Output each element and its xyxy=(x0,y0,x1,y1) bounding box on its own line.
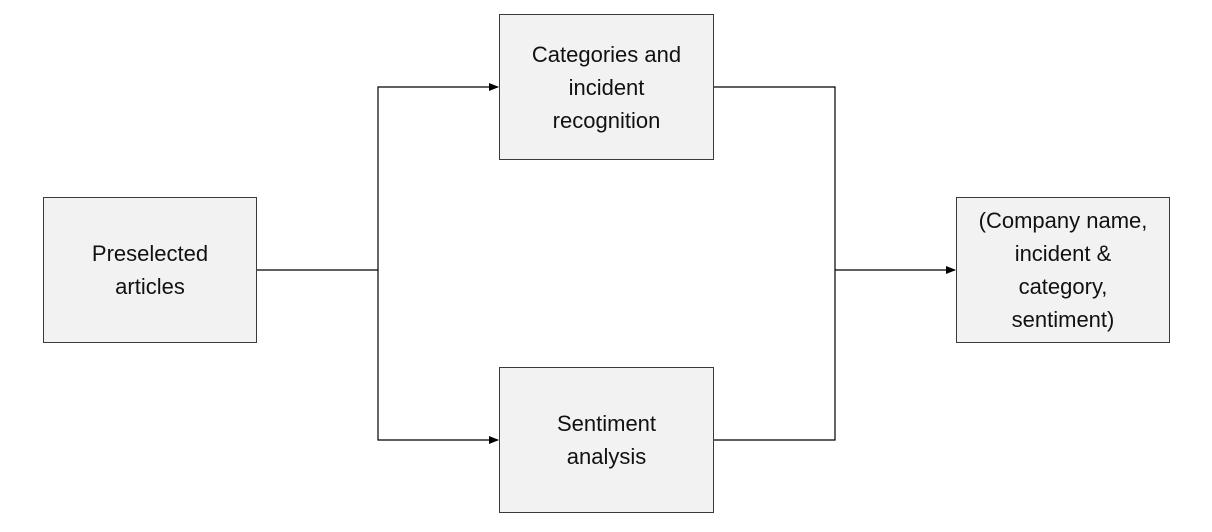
connector-sentiment-to-merge xyxy=(714,270,836,441)
node-categories-incident-recognition: Categories and incident recognition xyxy=(499,14,714,160)
node-output-tuple: (Company name, incident & category, sent… xyxy=(956,197,1170,343)
node-preselected-articles: Preselected articles xyxy=(43,197,257,343)
arrow-input-to-categories xyxy=(377,83,499,270)
connector-categories-to-merge xyxy=(714,86,836,270)
node-label-input: Preselected articles xyxy=(91,241,209,299)
node-label-categories: Categories and incident recognition xyxy=(531,41,682,133)
node-sentiment-analysis: Sentiment analysis xyxy=(499,367,714,513)
node-label-sentiment: Sentiment analysis xyxy=(556,411,657,469)
node-label-output: (Company name, incident & category, sent… xyxy=(978,208,1148,332)
arrow-input-to-sentiment xyxy=(377,270,499,444)
